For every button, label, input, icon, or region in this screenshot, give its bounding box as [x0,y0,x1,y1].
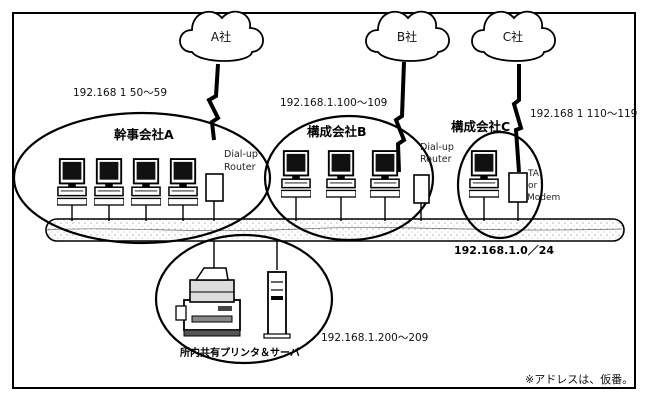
company-c-name: 構成会社C [451,119,510,134]
server-icon [264,272,290,338]
router-a-label-line1: Dial-up [224,149,258,160]
modem-c-label-line1: TA [527,169,540,179]
company-a-ip-range: 192.168 1 50～59 [73,87,167,99]
router-icon [206,174,223,201]
cloud-c: C社 [472,12,555,61]
router-b-label-line2: Router [420,154,452,165]
pc-icon [326,151,356,197]
backbone-cable [46,219,624,241]
pc-icon [281,151,311,197]
dialup-link-a [209,64,218,140]
server-label: 所内共有プリンタ＆サーバ [180,346,300,359]
modem-c-label-line3: Modem [527,193,560,203]
modem-c-label-line2: or [528,181,538,191]
address-note: ※アドレスは、仮番。 [525,373,633,386]
company-c-ip-range: 192.168 1 110～119 [530,108,637,120]
pc-icon [94,159,124,205]
company-b-ip-range: 192.168.1.100～109 [280,97,387,109]
dialup-link-c [514,64,521,172]
pc-icon [469,151,499,197]
pc-icon [131,159,161,205]
router-b-label-line1: Dial-up [420,142,454,153]
server-ip-range: 192.168.1.200～209 [321,332,428,344]
company-b-name: 構成会社B [307,124,367,139]
router-icon [414,175,429,203]
company-a-name: 幹事会社A [114,127,174,142]
router-a-label-line2: Router [224,162,256,173]
cloud-a-label: A社 [211,29,231,44]
cloud-b-label: B社 [397,29,417,44]
modem-icon [509,173,527,202]
shared-server-boundary [156,235,332,363]
cloud-a: A社 [180,12,263,61]
cloud-b: B社 [366,12,449,61]
pc-icon [57,159,87,205]
pc-icon [370,151,400,197]
cloud-c-label: C社 [503,29,523,44]
pc-icon [168,159,198,205]
printer-icon [176,268,240,336]
network-address: 192.168.1.0／24 [454,244,554,257]
